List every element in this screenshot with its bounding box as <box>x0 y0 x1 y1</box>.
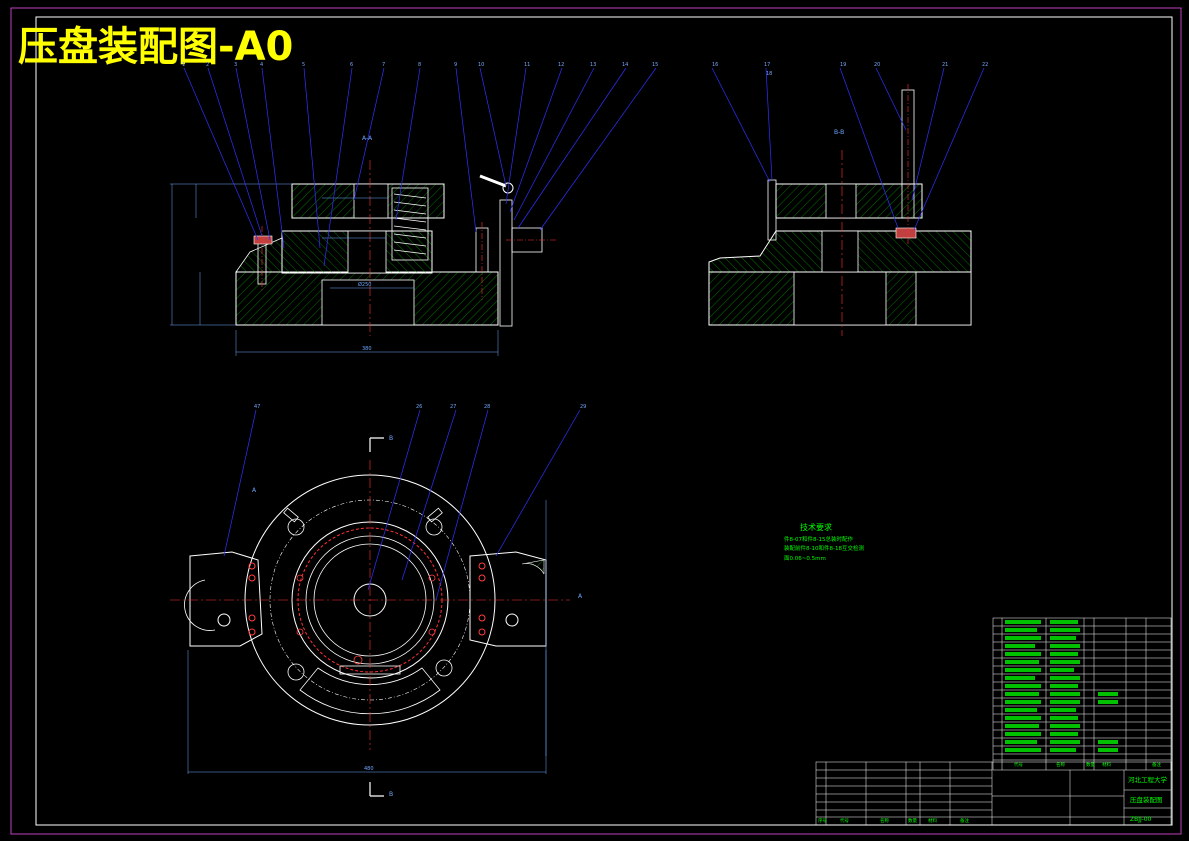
svg-text:名称: 名称 <box>1056 761 1065 768</box>
svg-text:备注: 备注 <box>960 817 969 824</box>
svg-text:47: 47 <box>254 404 260 410</box>
title-block <box>815 761 1172 826</box>
balloon-numbers-right: 16 17 18 19 20 21 22 <box>712 62 988 77</box>
parts-list-header: 代号 名称 数量 材料 备注 <box>1014 761 1161 768</box>
svg-text:15: 15 <box>652 62 658 68</box>
svg-text:代号: 代号 <box>1014 761 1023 768</box>
dim-bore: Ø250 <box>358 281 371 288</box>
svg-text:13: 13 <box>590 62 596 68</box>
svg-text:数量: 数量 <box>1086 761 1095 768</box>
cut-b-top: B <box>389 435 393 442</box>
svg-text:4: 4 <box>260 62 263 68</box>
svg-text:17: 17 <box>764 62 770 68</box>
side-section-view: B-B <box>708 84 972 336</box>
title-block-text: 序号 代号 名称 数量 材料 备注 河北工程大学 压盘装配图 ZBJJ-00 <box>818 775 1168 824</box>
plan-view: B B A A <box>170 435 583 798</box>
svg-text:代号: 代号 <box>840 817 849 824</box>
svg-text:28: 28 <box>484 404 490 410</box>
parts-list-fill <box>1005 620 1118 752</box>
svg-text:材料: 材料 <box>928 817 937 824</box>
svg-text:序号: 序号 <box>818 817 827 824</box>
balloon-numbers-top: 1 2 3 4 5 6 7 8 9 10 11 12 13 14 15 <box>182 62 658 68</box>
tech-notes: 技术要求 件8-07和件8-15总装时配作 装配前件8-10和件8-18互交检测… <box>784 522 864 562</box>
dim-plan-width: 480 <box>364 766 374 772</box>
svg-text:22: 22 <box>982 62 988 68</box>
svg-text:11: 11 <box>524 62 530 68</box>
view-a-right: A <box>578 593 583 600</box>
svg-text:名称: 名称 <box>880 817 889 824</box>
drawing-title: 压盘装配图-A0 <box>18 24 293 70</box>
svg-text:16: 16 <box>712 62 718 68</box>
svg-text:21: 21 <box>942 62 948 68</box>
svg-text:2: 2 <box>206 62 209 68</box>
svg-text:27: 27 <box>450 404 456 410</box>
svg-text:3: 3 <box>234 62 237 68</box>
outer-border <box>10 7 1182 835</box>
svg-text:数量: 数量 <box>908 817 917 824</box>
parts-list <box>992 617 1172 771</box>
drawing-number: ZBJJ-00 <box>1130 816 1152 823</box>
balloon-numbers-plan: 47 26 27 28 29 <box>254 404 586 410</box>
tech-notes-heading: 技术要求 <box>800 522 832 532</box>
svg-text:20: 20 <box>874 62 880 68</box>
svg-text:14: 14 <box>622 62 628 68</box>
section-a-label: A-A <box>362 135 373 142</box>
cut-b-bottom: B <box>389 791 393 798</box>
svg-text:6: 6 <box>350 62 353 68</box>
svg-text:1: 1 <box>182 62 185 68</box>
tech-note-line: 装配前件8-10和件8-18互交检测 <box>784 544 864 552</box>
svg-text:备注: 备注 <box>1152 761 1161 768</box>
tech-note-line: 面0.06~0.5mm <box>784 555 826 562</box>
dim-overall-width: 380 <box>362 346 372 352</box>
school-name: 河北工程大学 <box>1128 775 1168 784</box>
section-b-label: B-B <box>834 129 844 136</box>
svg-text:材料: 材料 <box>1102 761 1111 768</box>
balloon-leaders-right <box>711 67 985 231</box>
svg-text:8: 8 <box>418 62 421 68</box>
svg-text:18: 18 <box>766 71 772 77</box>
drawing-name: 压盘装配图 <box>1130 795 1163 804</box>
svg-text:10: 10 <box>478 62 484 68</box>
svg-text:12: 12 <box>558 62 564 68</box>
inner-border <box>35 16 1173 826</box>
svg-text:19: 19 <box>840 62 846 68</box>
svg-text:7: 7 <box>382 62 385 68</box>
balloon-leaders-top <box>183 67 657 267</box>
svg-text:5: 5 <box>302 62 305 68</box>
view-a-left: A <box>252 487 257 494</box>
svg-text:26: 26 <box>416 404 422 410</box>
tech-note-line: 件8-07和件8-15总装时配作 <box>784 535 853 543</box>
front-section-view: A-A <box>170 135 556 356</box>
svg-text:9: 9 <box>454 62 457 68</box>
balloon-leaders-plan <box>223 409 581 601</box>
svg-text:29: 29 <box>580 404 586 410</box>
